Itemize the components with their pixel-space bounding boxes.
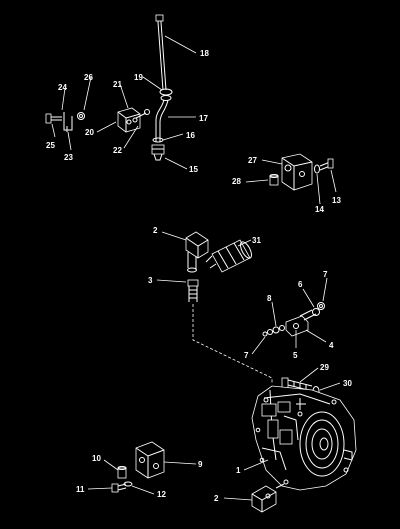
callout-28: 28: [232, 177, 241, 186]
callout-7-lower: 7: [244, 351, 249, 360]
callout-24: 24: [58, 83, 67, 92]
main-housing: [251, 385, 357, 491]
callout-19: 19: [134, 73, 143, 82]
callout-8: 8: [267, 294, 272, 303]
callout-13: 13: [332, 196, 341, 205]
callout-27: 27: [248, 156, 257, 165]
callout-21: 21: [113, 80, 122, 89]
callout-2-lower: 2: [214, 494, 219, 503]
sensor-31: [205, 239, 253, 273]
callout-6: 6: [298, 280, 303, 289]
callout-5: 5: [293, 351, 298, 360]
callout-7-upper: 7: [323, 270, 328, 279]
callout-22: 22: [113, 146, 122, 155]
elbow-fitting-lower: [251, 483, 285, 513]
callout-20: 20: [85, 128, 94, 137]
callout-labels: 18 19 17 16 15 26 24 21 20 25 22 23 27 2…: [46, 49, 352, 503]
callout-26: 26: [84, 73, 93, 82]
callout-3: 3: [148, 276, 153, 285]
callout-2-upper: 2: [153, 226, 158, 235]
elbow-fitting-upper: [185, 231, 209, 273]
callout-10: 10: [92, 454, 101, 463]
callout-18: 18: [200, 49, 209, 58]
callout-17: 17: [199, 114, 208, 123]
dipstick-tube-assembly: [151, 14, 173, 161]
callout-25: 25: [46, 141, 55, 150]
adapter-3: [187, 279, 273, 384]
fitting-group-4-8: [262, 302, 325, 337]
callout-4: 4: [329, 341, 334, 350]
block-assembly-lower-left: [111, 441, 165, 493]
callout-9: 9: [198, 460, 203, 469]
callout-1: 1: [236, 466, 241, 475]
callout-11: 11: [76, 485, 85, 494]
callout-15: 15: [189, 165, 198, 174]
bolt-29-washer-30: [281, 377, 320, 396]
callout-23: 23: [64, 153, 73, 162]
callout-12: 12: [157, 490, 166, 499]
callout-16: 16: [186, 131, 195, 140]
bracket-assembly-left: [45, 107, 150, 133]
block-assembly-right: [269, 153, 334, 191]
callout-29: 29: [320, 363, 329, 372]
leader-lines: [51, 35, 341, 501]
callout-14: 14: [315, 205, 324, 214]
callout-30: 30: [343, 379, 352, 388]
callout-31: 31: [252, 236, 261, 245]
